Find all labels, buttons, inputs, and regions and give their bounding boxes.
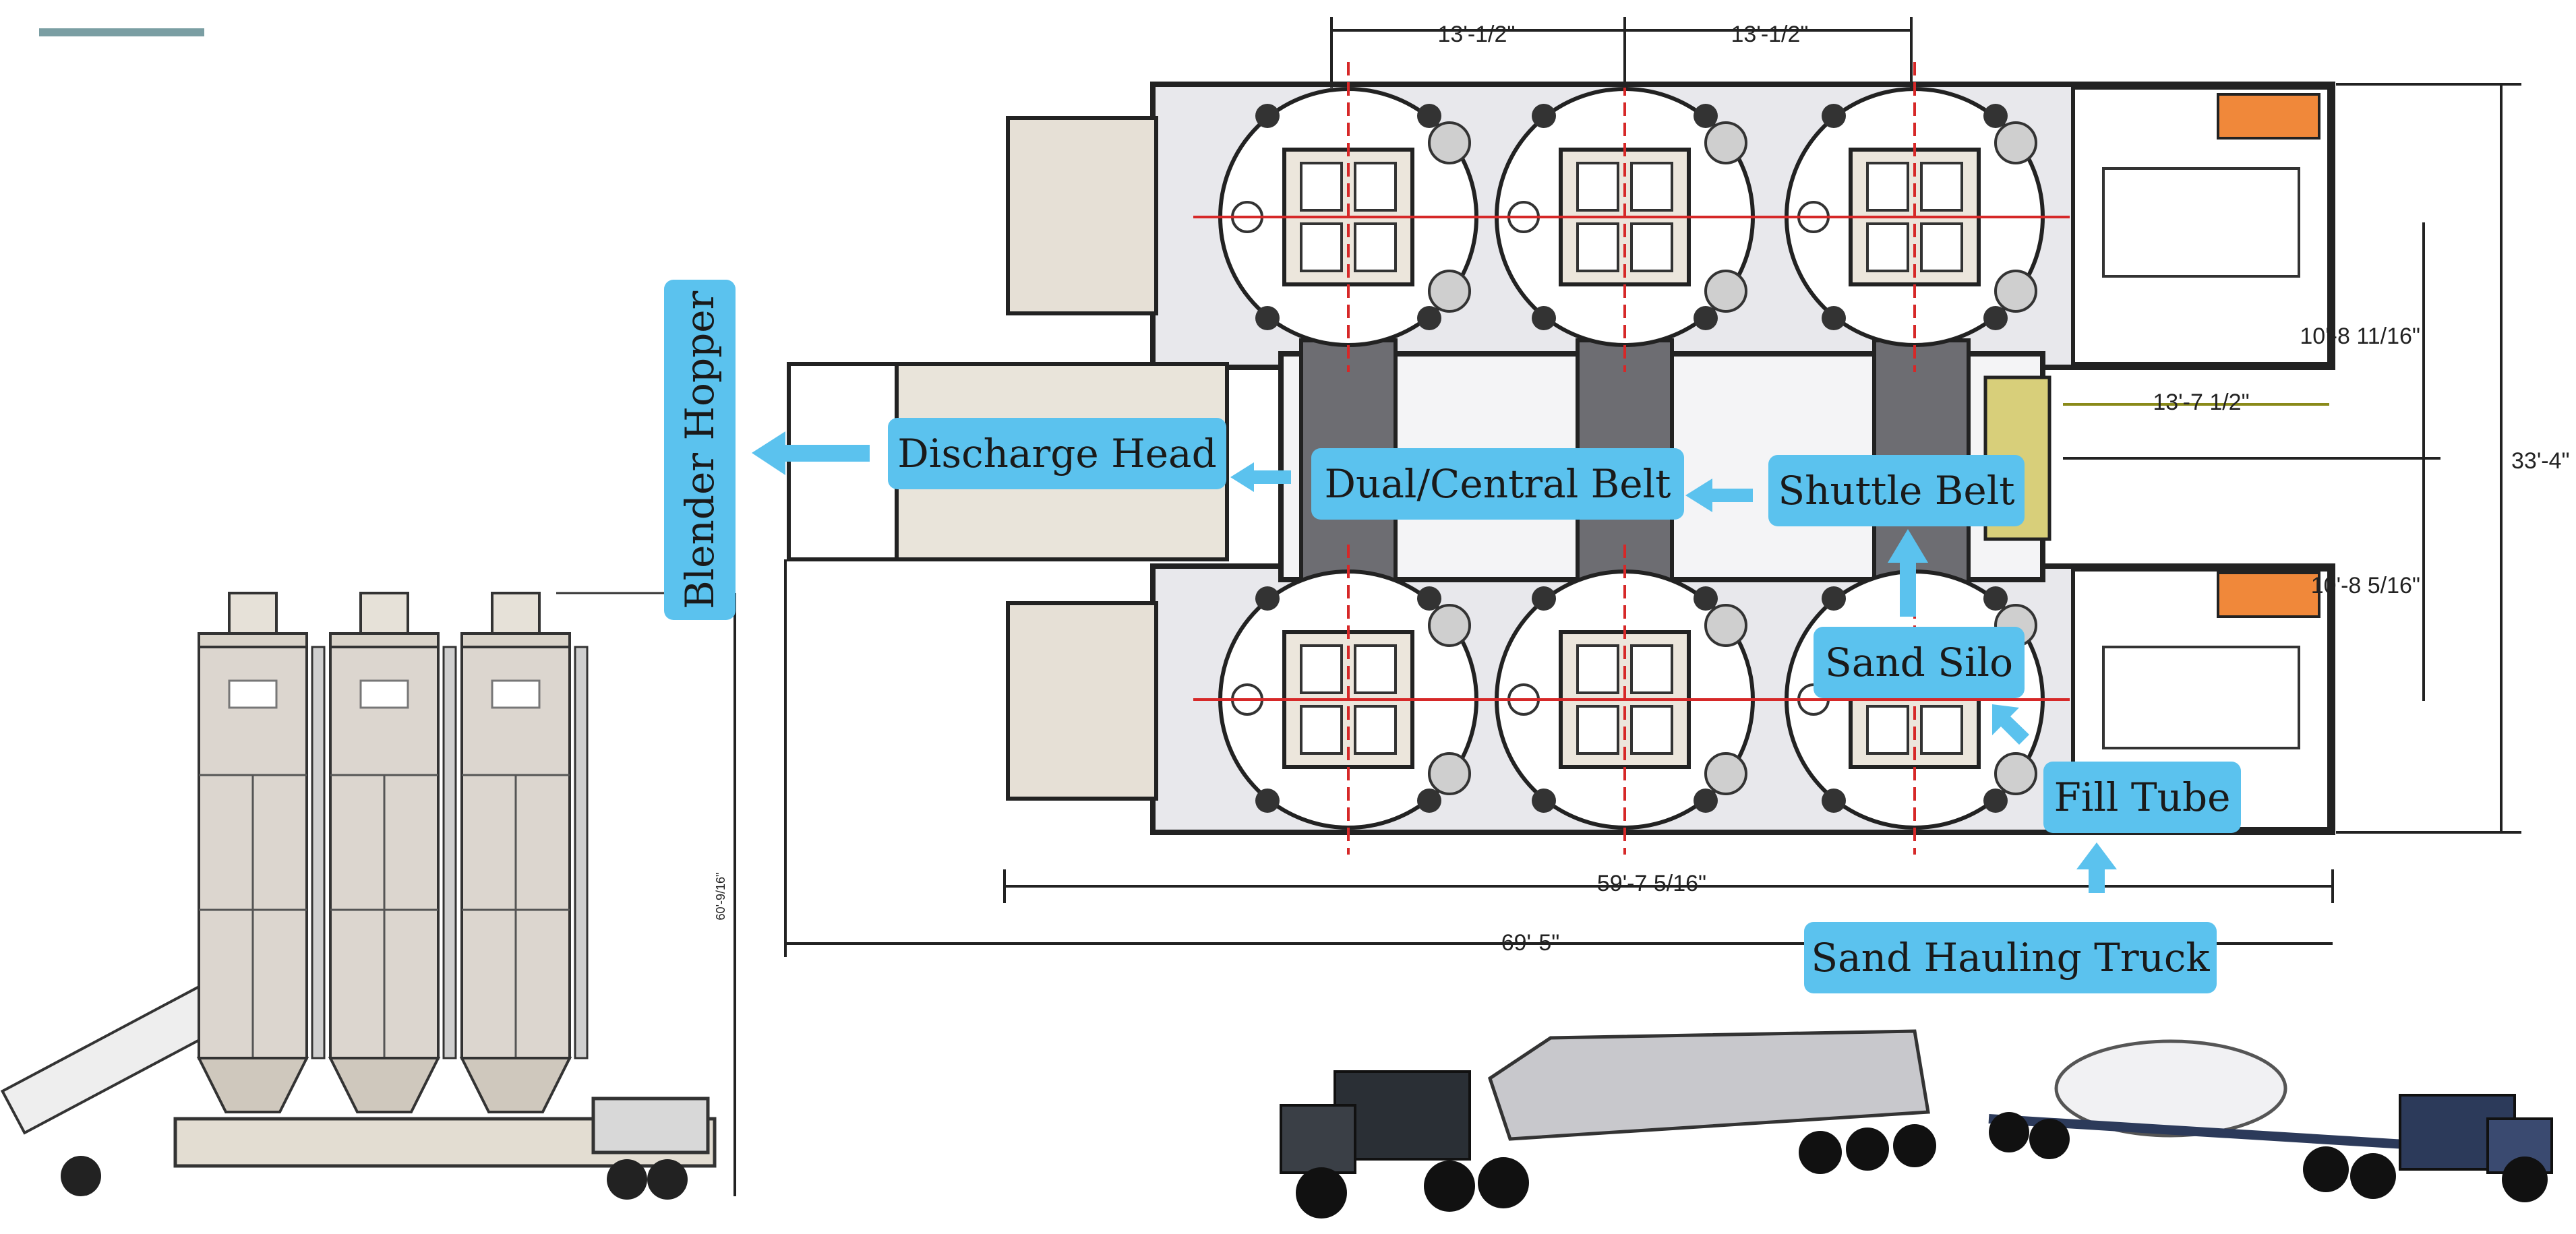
arrow-up-left-icon [1992,704,2029,745]
dim-overall-length: 69'-5" [1501,930,1560,956]
accent-bar [39,28,204,36]
upper-left-unit [1006,116,1158,315]
upper-orange-tank [2217,93,2320,140]
elevation-view [0,592,735,1200]
lower-orange-tank [2217,572,2320,618]
arrow-left-icon [1230,462,1291,492]
dim-silo-spacing-1: 13'-1/2" [1438,22,1516,47]
plan-view: 13'-1/2" 13'-1/2" 13'-7 1/2" 10'-8 11/16… [714,17,2570,1196]
dim-lower-half-width: 10'-8 5/16" [2311,573,2420,598]
dim-trailer-length: 59'-7 5/16" [1597,871,1706,896]
dim-overall-width: 33'-4" [2511,448,2570,474]
callout-sand-hauling-truck: Sand Hauling Truck [1804,922,2217,993]
dim-silo-spacing-2: 13'-1/2" [1731,22,1809,47]
callout-discharge-head: Discharge Head [888,418,1226,489]
flow-arrows [752,431,2117,893]
arrow-left-icon [1685,479,1753,512]
arrow-up-icon [2076,842,2117,893]
callout-fill-tube: Fill Tube [2043,762,2241,833]
lower-left-unit [1006,601,1158,801]
arrow-left-icon [752,431,870,475]
pneumatic-tanker-truck [1988,1039,2553,1202]
belly-dump-truck [1280,1029,1936,1218]
callout-dual-central-belt: Dual/Central Belt [1311,448,1684,520]
dim-upper-half-width: 10'-8 11/16" [2300,323,2420,349]
arrow-up-icon [1888,529,1928,617]
callout-shuttle-belt: Shuttle Belt [1768,455,2025,526]
callout-blender-hopper: Blender Hopper [664,280,736,620]
callout-sand-silo: Sand Silo [1814,627,2025,698]
dim-belt-offset: 13'-7 1/2" [2153,390,2249,415]
dim-silo-height: 60'-9/16" [714,873,727,921]
